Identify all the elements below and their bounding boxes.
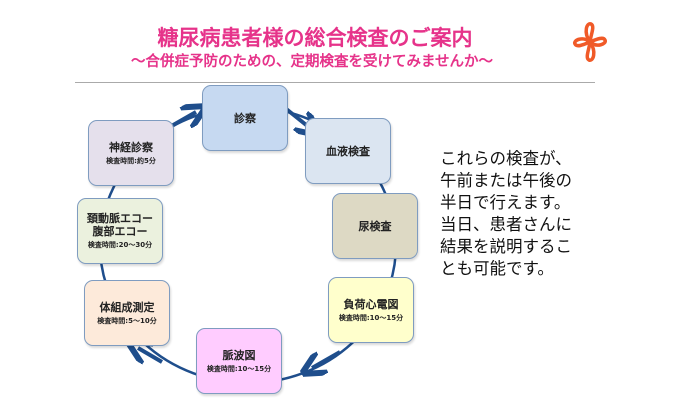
arrow <box>312 350 341 368</box>
step-name: 神経診察 <box>109 140 153 154</box>
arrow <box>138 348 164 362</box>
step-time: 検査時間:約5分 <box>106 156 156 165</box>
step-name: 脈波図 <box>222 348 256 362</box>
step-time: 検査時間:20～30分 <box>87 241 153 249</box>
step-box: 尿検査 <box>332 193 418 259</box>
step-name: 血液検査 <box>326 144 370 158</box>
hospital-logo <box>573 22 607 62</box>
info-line: これらの検査が、 <box>440 149 572 168</box>
step-box: 負荷心電図検査時間:10～15分 <box>328 277 414 343</box>
info-line: 半日で行えます。 <box>440 193 571 212</box>
step-box: 脈波図検査時間:10～15分 <box>196 328 282 394</box>
page-subtitle: ～合併症予防のための、定期検査を受けてみませんか～ <box>130 54 494 70</box>
step-name: 体組成測定 <box>99 300 155 314</box>
info-line: 結果を説明するこ <box>440 237 572 256</box>
page-title: 糖尿病患者様の総合検査のご案内 <box>157 26 473 50</box>
info-line: とも可能です。 <box>440 259 554 278</box>
step-time: 検査時間:10～15分 <box>338 313 404 322</box>
info-line: 午前または午後の <box>440 171 572 190</box>
divider <box>75 82 595 83</box>
info-line: 当日、患者さんに <box>440 215 572 234</box>
step-name: 腹部エコー <box>92 225 148 238</box>
step-box: 頚動脈エコー腹部エコー検査時間:20～30分 <box>77 198 163 264</box>
step-name: 頚動脈エコー <box>87 212 153 225</box>
step-box: 神経診察検査時間:約5分 <box>88 120 174 186</box>
step-time: 検査時間:5～10分 <box>97 316 157 325</box>
step-box: 体組成測定検査時間:5～10分 <box>84 280 170 346</box>
step-name: 診察 <box>234 111 256 125</box>
step-name: 尿検査 <box>358 219 392 233</box>
step-box: 診察 <box>202 85 288 151</box>
step-box: 血液検査 <box>305 118 391 184</box>
step-time: 検査時間:10～15分 <box>206 364 272 373</box>
info-text: これらの検査が、 午前または午後の 半日で行えます。 当日、患者さんに 結果を説… <box>440 148 572 280</box>
step-name: 負荷心電図 <box>343 297 399 311</box>
